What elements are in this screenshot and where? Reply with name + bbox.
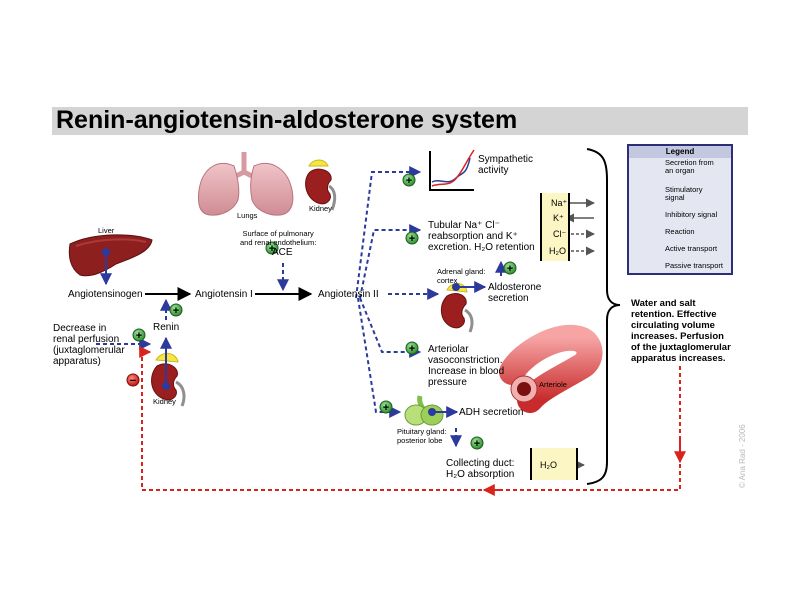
plus-sign: + [136,330,142,342]
ion-box [540,193,570,261]
plus-sign: + [269,243,275,255]
ace-label: ACE [272,247,293,258]
minus-sign: − [130,375,136,387]
plus-sign: + [409,343,415,355]
angiotensinogen-label: Angiotensinogen [68,289,143,300]
arteriole-icon [499,324,603,413]
h2o-box [530,448,578,480]
ion-label: H₂O [549,246,566,256]
lungs-icon [197,152,294,216]
angiotensin-ii-label: Angiotensin II [318,289,379,300]
copyright-notice: © Ana Rad - 2006 [738,424,747,488]
page-title: Renin-angiotensin-aldosterone system [56,106,518,134]
plus-sign: + [383,402,389,414]
kidney-label: Kidney [309,204,332,213]
kidney-icon [305,159,337,211]
renin-label: Renin [153,322,180,333]
legend-item-inhibitory: Inhibitory signal [665,210,718,219]
legend-title: Legend [629,146,731,158]
legend-item-active-transport: Active transport [665,244,718,253]
decrease-perfusion-label: Decrease in renal perfusion (juxtaglomer… [53,323,125,367]
inhibitory-feedback-arrow [139,346,681,491]
legend-item-secretion: Secretion from an organ [665,158,714,175]
sympathetic-graph-icon [429,149,475,191]
sympathetic-label: Sympathetic activity [478,154,534,176]
aldosterone-label: Aldosterone secretion [488,282,542,304]
brace [586,148,621,485]
surface-label: Surface of pulmonary and renal endotheli… [240,229,317,247]
h2o-label: H₂O [540,460,557,470]
liver-label: Liver [98,226,115,235]
ion-label: Na⁺ [551,198,568,208]
pituitary-label: Pituitary gland: posterior lobe [397,427,447,445]
legend-item-stimulatory: Stimulatory signal [665,185,703,202]
ion-label: Cl⁻ [553,229,567,239]
tubular-label: Tubular Na⁺ Cl⁻ reabsorption and K⁺ excr… [428,220,535,253]
kidney-label: Kidney [153,397,176,406]
lungs-label: Lungs [237,211,258,220]
water-salt-label: Water and salt retention. Effective circ… [631,298,731,364]
legend-item-reaction: Reaction [665,227,695,236]
plus-sign: + [474,438,480,450]
arteriolar-label: Arteriolar vasoconstriction. Increase in… [428,344,505,388]
plus-sign: + [173,305,179,317]
plus-sign: + [507,263,513,275]
angiotensin-i-label: Angiotensin I [195,289,253,300]
adrenal-label: Adrenal gland: cortex [437,267,486,285]
plus-sign: + [409,233,415,245]
adrenal-kidney-icon [440,283,474,333]
legend: Legend [627,144,733,275]
title-bar: Renin-angiotensin-aldosterone system [52,106,748,135]
pituitary-gland-icon [404,395,444,426]
adh-label: ADH secretion [459,407,524,418]
legend-item-passive-transport: Passive transport [665,261,723,270]
plus-sign: + [406,175,412,187]
angiotensin-ii-branches [355,166,507,448]
ion-label: K⁺ [553,213,564,223]
collecting-duct-label: Collecting duct: H₂O absorption [446,458,515,480]
arteriole-label: Arteriole [539,380,567,389]
